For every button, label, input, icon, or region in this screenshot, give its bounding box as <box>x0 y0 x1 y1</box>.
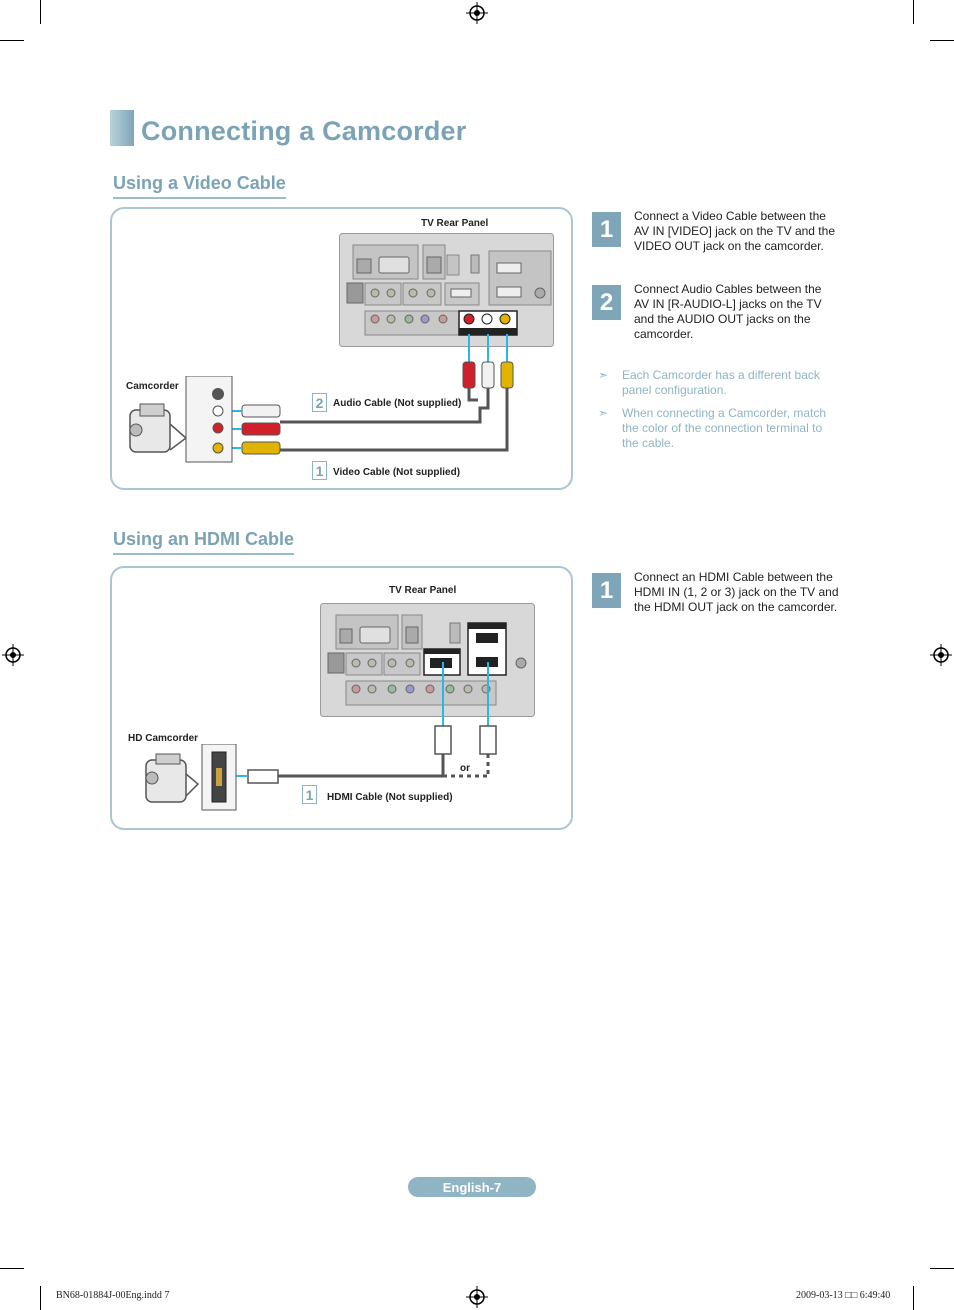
camcorder-icon <box>129 376 233 463</box>
footer-file: BN68-01884J-00Eng.indd 7 <box>56 1290 170 1301</box>
crop-mark <box>40 1286 41 1310</box>
video-step-1-number: 1 <box>592 212 621 247</box>
hdmi-step-1-number: 1 <box>592 573 621 608</box>
note-1-text: Each Camcorder has a different back pane… <box>622 368 820 397</box>
audio-cable-label: Audio Cable (Not supplied) <box>333 398 462 409</box>
crop-mark <box>0 40 24 41</box>
crop-mark <box>913 1286 914 1310</box>
hdmi-step-1-text: Connect an HDMI Cable between the HDMI I… <box>634 570 839 614</box>
hd-camcorder-icon <box>145 744 237 811</box>
registration-mark-icon <box>466 2 488 24</box>
title-accent-bar <box>110 110 134 146</box>
crop-mark <box>930 1268 954 1269</box>
video-cable-label: Video Cable (Not supplied) <box>333 467 461 478</box>
note-2-marker: ➣ <box>598 406 609 420</box>
audio-cable-number: 2 <box>312 393 327 412</box>
hdmi-section-heading: Using an HDMI Cable <box>113 529 295 555</box>
video-step-1-text: Connect a Video Cable between the AV IN … <box>634 209 835 253</box>
hdmi-tv-rear-panel-label: TV Rear Panel <box>389 585 457 596</box>
note-1-marker: ➣ <box>598 368 609 382</box>
tv-rear-panel-video <box>339 233 554 347</box>
camcorder-label: Camcorder <box>126 381 179 392</box>
crop-mark <box>40 0 41 24</box>
registration-mark-icon <box>466 1286 488 1308</box>
page-title: Connecting a Camcorder <box>141 116 467 146</box>
footer-timestamp: 2009-03-13 □□ 6:49:40 <box>796 1290 891 1301</box>
video-step-2-number: 2 <box>592 285 621 320</box>
hdmi-or-label: or <box>459 763 471 774</box>
video-step-2-text: Connect Audio Cables between the AV IN [… <box>634 282 822 341</box>
crop-mark <box>913 0 914 24</box>
crop-mark <box>930 40 954 41</box>
video-cable-number: 1 <box>312 461 327 480</box>
page-number-badge: English-7 <box>408 1177 536 1197</box>
hdmi-cable-number: 1 <box>302 785 317 804</box>
tv-rear-panel-label: TV Rear Panel <box>421 218 489 229</box>
registration-mark-icon <box>2 644 24 666</box>
video-section-heading: Using a Video Cable <box>113 173 286 199</box>
video-cable-wiring <box>230 334 514 455</box>
note-2-text: When connecting a Camcorder, match the c… <box>622 406 827 450</box>
hdmi-cable-label: HDMI Cable (Not supplied) <box>327 792 453 803</box>
registration-mark-icon <box>930 644 952 666</box>
hdmi-cable-wiring <box>236 662 497 784</box>
hd-camcorder-label: HD Camcorder <box>128 733 199 744</box>
crop-mark <box>0 1268 24 1269</box>
